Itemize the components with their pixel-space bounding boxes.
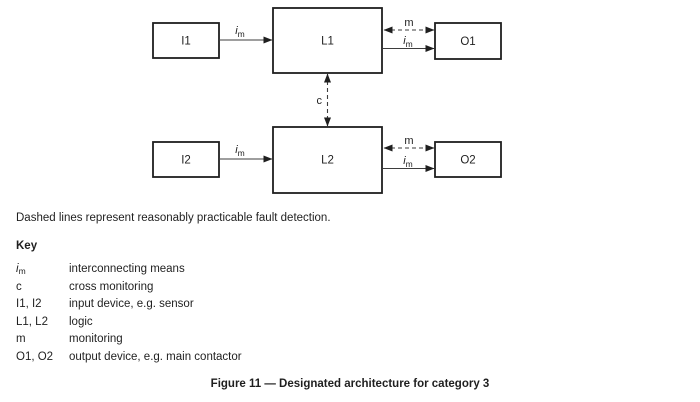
arrow-l1-o1-monitoring: m [383,17,435,34]
key-definition: logic [69,315,93,328]
key-definition: output device, e.g. main contactor [69,350,242,363]
figure-caption: Figure 11 — Designated architecture for … [210,378,490,390]
key-row-logic: L1, L2 logic [16,314,242,332]
key-term: O1, O2 [16,350,54,363]
block-i1: I1 [152,22,220,59]
key-row-monitoring: m monitoring [16,331,242,349]
arrow-i2-l2-label: im [235,144,245,158]
arrow-l1-o1: im [383,35,435,52]
key-row-c: c cross monitoring [16,279,242,297]
key-title: Key [16,240,38,252]
dashed-lines-note: Dashed lines represent reasonably practi… [16,212,331,224]
key-definition: monitoring [69,333,123,346]
arrow-l2-o2-label: im [403,155,413,169]
key-row-im: im interconnecting means [16,261,242,279]
arrow-l1-l2-cross-monitoring: c [317,73,331,127]
key-term: c [16,280,22,293]
block-o2-label: O2 [460,155,475,167]
arrow-l1-o1-label: im [403,35,413,49]
arrow-l2-o2: im [383,155,435,172]
key-term: I1, I2 [16,298,42,311]
block-i2-label: I2 [181,155,191,167]
block-i1-label: I1 [181,36,191,48]
arrow-i1-l1-label: im [235,25,245,39]
arrow-l1-l2-label: c [317,95,323,107]
arrow-i1-l1: im [219,25,273,44]
key-row-output: O1, O2 output device, e.g. main contacto… [16,349,242,367]
key-term: m [16,333,26,346]
key-term: L1, L2 [16,315,48,328]
key-term: im [16,263,26,276]
block-l1-label: L1 [321,36,334,48]
key-definition: interconnecting means [69,263,185,275]
arrow-l2-o2-monitoring-label: m [404,135,413,147]
block-o2: O2 [434,141,502,178]
block-l2-label: L2 [321,155,334,167]
key-row-input: I1, I2 input device, e.g. sensor [16,296,242,314]
key-list: im interconnecting means c cross monitor… [16,261,242,367]
block-o1-label: O1 [460,36,475,48]
block-l1: L1 [272,7,383,74]
architecture-diagram: I1 L1 O1 I2 L2 O2 im m im c im [152,7,502,194]
arrow-i2-l2: im [219,144,273,163]
block-o1: O1 [434,22,502,60]
key-definition: input device, e.g. sensor [69,298,194,311]
key-definition: cross monitoring [69,280,154,293]
arrow-l1-o1-monitoring-label: m [404,17,413,29]
arrow-l2-o2-monitoring: m [383,135,435,152]
block-l2: L2 [272,126,383,194]
block-i2: I2 [152,141,220,178]
